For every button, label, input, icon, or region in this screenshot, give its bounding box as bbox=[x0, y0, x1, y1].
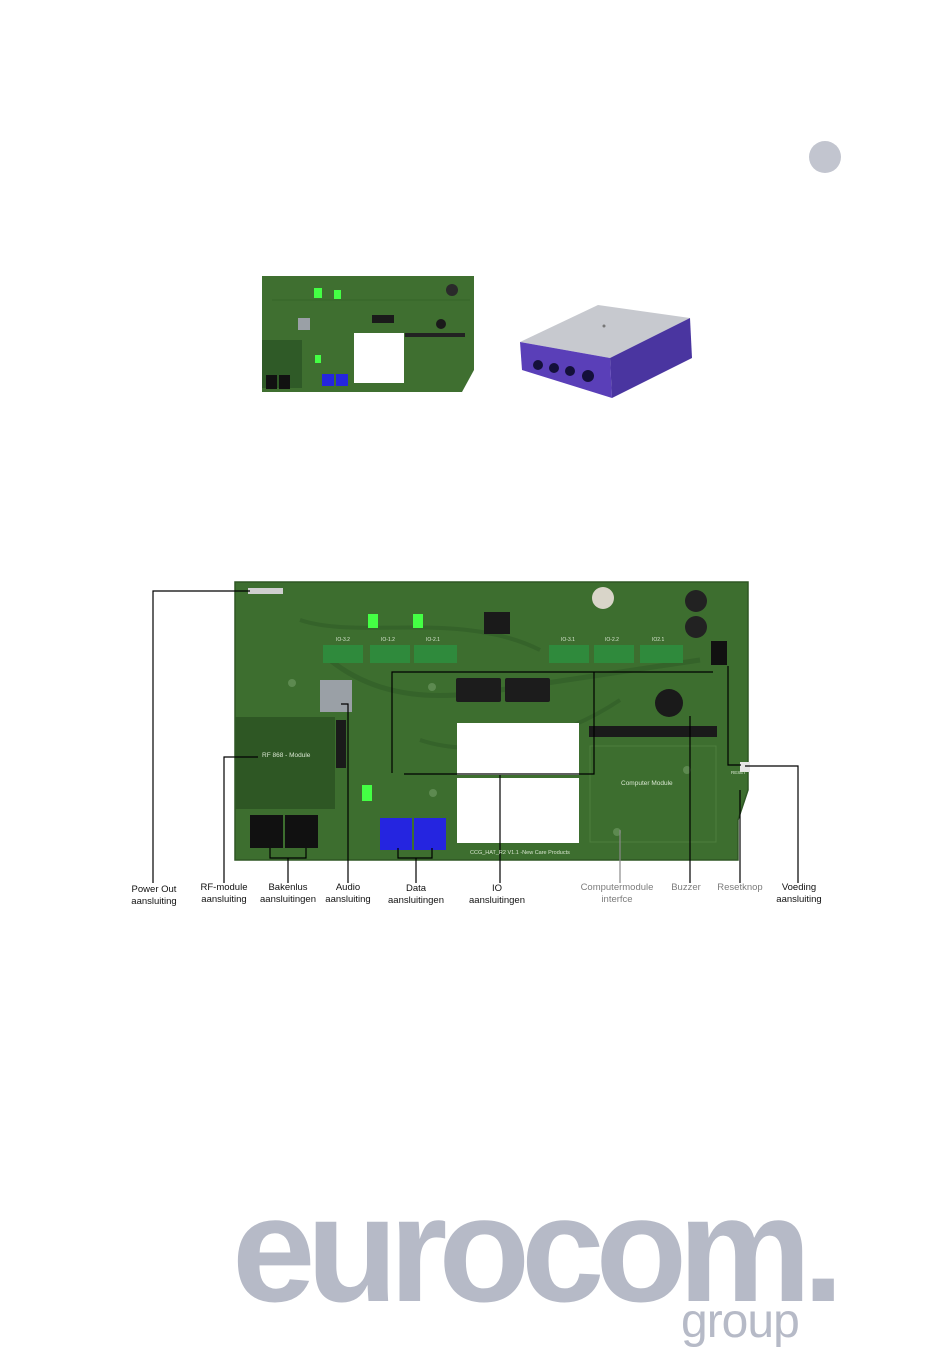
io-header-4: IO-3.1 bbox=[561, 637, 575, 643]
io-header-6: IO2.1 bbox=[652, 637, 665, 643]
pcb-photo-small bbox=[262, 276, 474, 392]
io-header-2: IO-1.2 bbox=[381, 637, 395, 643]
eurocom-logo-group: group bbox=[681, 1295, 800, 1348]
pcb-board-large bbox=[234, 581, 750, 861]
reset-silk: RESET bbox=[731, 770, 747, 775]
callout-lines bbox=[152, 590, 799, 883]
io-header-1: IO-3.2 bbox=[336, 637, 350, 643]
eurocom-logo: eurocom. bbox=[232, 1165, 844, 1333]
io-header-5: IO-2.2 bbox=[605, 637, 619, 643]
decorative-dot bbox=[809, 141, 841, 173]
rf-module-silk: RF 868 - Module bbox=[262, 752, 311, 759]
label-resetknop: Resetknop bbox=[717, 882, 763, 893]
io-header-3: IO-2.1 bbox=[426, 637, 440, 643]
computer-module-silk: Computer Module bbox=[621, 780, 673, 787]
label-buzzer: Buzzer bbox=[671, 882, 701, 893]
enclosure-photo bbox=[520, 305, 692, 398]
board-silk-text: CCG_HAT_R2 V1.1 -New Care Products bbox=[470, 850, 570, 856]
